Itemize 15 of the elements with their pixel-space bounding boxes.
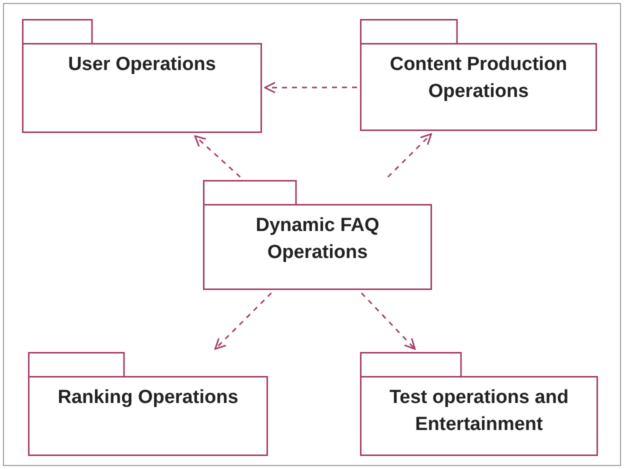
dependency-arrow	[194, 135, 241, 178]
package-shape	[22, 19, 262, 133]
dependency-arrow	[264, 82, 357, 94]
dependency-arrow	[214, 292, 272, 350]
package-name: Ranking Operations	[58, 386, 238, 410]
package-shape	[360, 19, 597, 131]
dependency-arrow	[387, 133, 432, 178]
package-name: Content Production Operations	[388, 53, 568, 104]
package-name: Dynamic FAQ Operations	[254, 214, 380, 265]
package-shape	[203, 180, 432, 290]
dependency-arrow	[360, 292, 416, 350]
package-name: Test operations and Entertainment	[388, 386, 570, 437]
package-name: User Operations	[68, 53, 216, 77]
package-shape	[360, 352, 598, 456]
package-shape	[28, 352, 268, 456]
